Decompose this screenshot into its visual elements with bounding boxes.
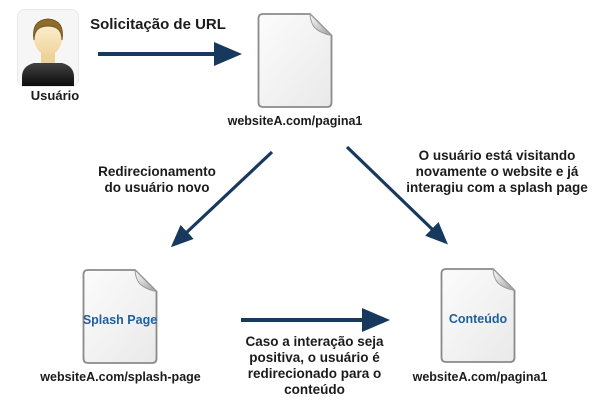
- label-url-request: Solicitação de URL: [90, 16, 226, 33]
- label-redirect-new-user: Redirecionamento do usuário novo: [98, 164, 216, 195]
- document-title-content: Conteúdo: [448, 312, 508, 326]
- document-url-entry: websiteA.com/pagina1: [227, 114, 363, 128]
- document-node-entry: [257, 12, 333, 109]
- document-node-splash: Splash Page: [82, 268, 158, 365]
- document-url-content: websiteA.com/pagina1: [412, 370, 548, 384]
- document-url-splash: websiteA.com/splash-page: [40, 370, 201, 384]
- user-label: Usuário: [30, 88, 80, 103]
- document-title-splash: Splash Page: [82, 313, 158, 327]
- user-icon: [17, 9, 79, 87]
- document-icon: [82, 268, 158, 364]
- label-returning-visitor: O usuário está visitando novamente o web…: [406, 148, 588, 195]
- document-icon: [257, 12, 333, 108]
- document-node-content: Conteúdo: [440, 267, 516, 364]
- document-icon: [440, 267, 516, 363]
- label-positive-interaction: Caso a interação seja positiva, o usuári…: [245, 334, 384, 397]
